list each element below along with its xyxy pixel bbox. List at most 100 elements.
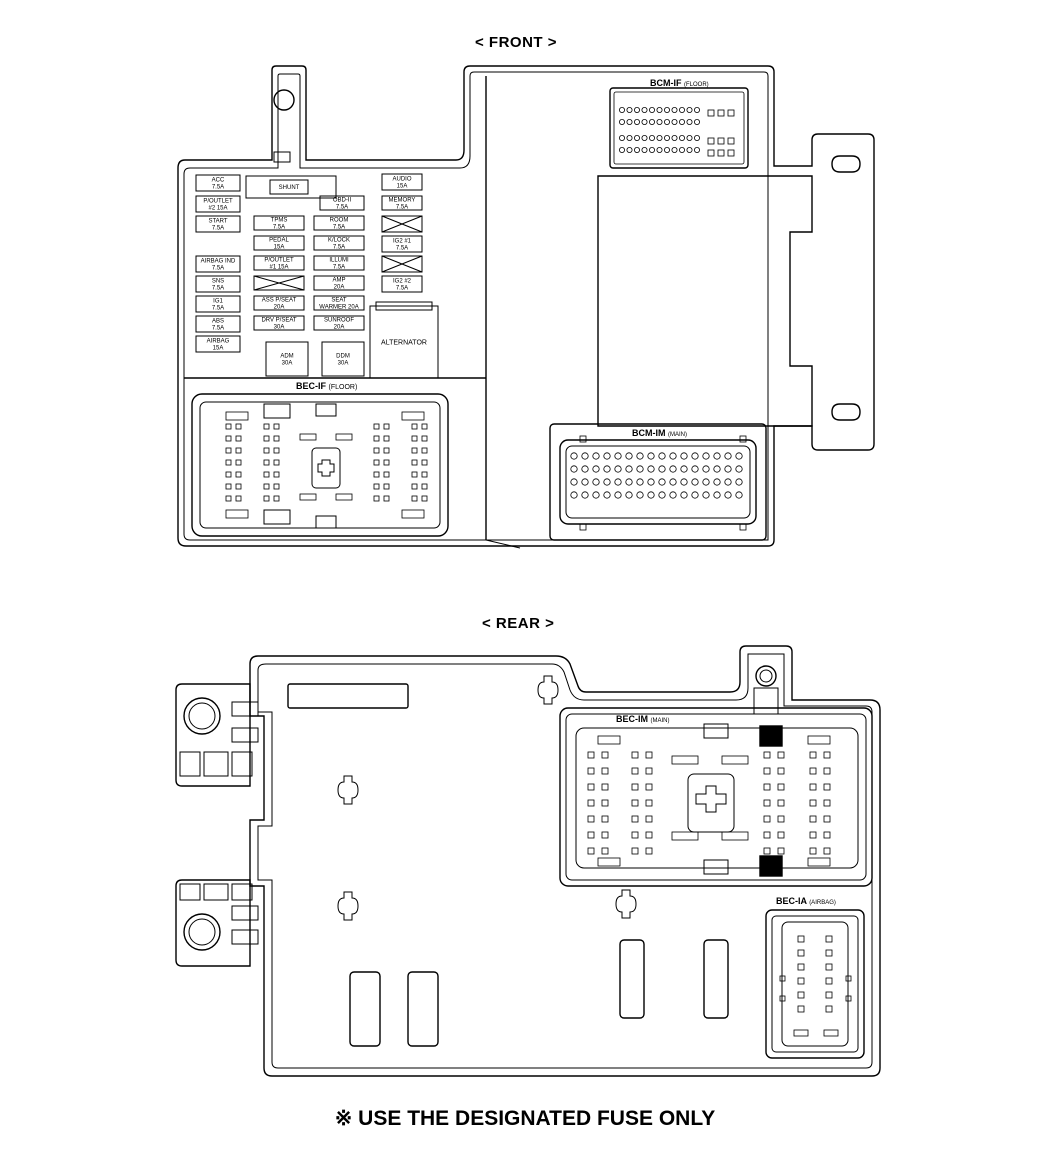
bcm-im-pin: [669, 478, 677, 486]
fuse-room-label-1: ROOM: [330, 218, 349, 224]
fuse-ig1: [195, 295, 241, 313]
bcm-im-pin: [713, 491, 721, 499]
fuse-room-label-2: 7.5A: [333, 225, 345, 231]
bcm-if-pin: [679, 107, 686, 114]
fuse-memory-label-2: 7.5A: [396, 205, 408, 211]
bcm-im-pin: [647, 452, 655, 460]
bcm-if-pin: [671, 134, 678, 141]
bec-im-pin: [631, 815, 639, 823]
bcm-im-pin: [658, 478, 666, 486]
bec-im-sub: (MAIN): [651, 718, 670, 724]
fuse-sunroof-label-1: SUNROOF: [324, 318, 354, 324]
bec-ia-pin: [779, 975, 786, 982]
bec-if-pin: [383, 483, 390, 490]
bcm-im-pin: [702, 478, 710, 486]
bec-im-pin: [763, 815, 771, 823]
bec-im-pin: [587, 815, 595, 823]
empty-fuse-slot: [381, 255, 423, 273]
bcm-if-pin: [707, 109, 715, 117]
bec-im-pin: [763, 799, 771, 807]
empty-fuse-slot: [381, 215, 423, 233]
bcm-im-pin: [614, 478, 622, 486]
bcm-im-pin: [713, 465, 721, 473]
bec-im-pin: [777, 799, 785, 807]
fuse-warning-note: ※ USE THE DESIGNATED FUSE ONLY: [334, 1107, 716, 1130]
bcm-im-pin: [625, 491, 633, 499]
fuse-illum-label-1: ILLUMI: [329, 258, 349, 264]
fuse-klock-label-2: 7.5A: [333, 245, 345, 251]
bec-if-pin: [235, 435, 242, 442]
shunt-holder: [245, 175, 337, 199]
bcm-im-pin: [735, 491, 743, 499]
bec-if-pin: [235, 447, 242, 454]
fuse-tpms: [253, 215, 305, 231]
fuse-adm: [265, 341, 309, 377]
bec-im-pin: [631, 831, 639, 839]
bec-im-pin: [777, 831, 785, 839]
bec-if-pin: [421, 495, 428, 502]
bcm-im-pin: [735, 452, 743, 460]
bcm-im-pin: [702, 465, 710, 473]
bec-ia-pin: [825, 977, 833, 985]
bec-ia-pin: [797, 1005, 805, 1013]
bcm-im-pin: [625, 465, 633, 473]
bcm-im-pin: [691, 452, 699, 460]
fuse-obd2-label-1: OBD-II: [333, 198, 352, 204]
bec-im-pin: [823, 783, 831, 791]
fuse-audio-label-2: 15A: [397, 184, 408, 190]
bec-if-pin: [263, 483, 270, 490]
bec-im-pin: [645, 847, 653, 855]
bcm-im-name: BCM-IM: [632, 428, 666, 438]
bec-if-pin: [273, 483, 280, 490]
bec-if-pin: [411, 447, 418, 454]
fuse-klock-label-1: K/LOCK: [328, 238, 350, 244]
bec-im-pin: [823, 831, 831, 839]
bcm-if-pin: [649, 134, 656, 141]
bcm-im-pin: [570, 452, 578, 460]
bec-if-pin: [263, 435, 270, 442]
bec-ia-connector: [765, 909, 865, 1059]
bcm-if-pin: [634, 119, 641, 126]
bcm-if-pin: [649, 146, 656, 153]
bec-ia-sub: (AIRBAG): [809, 900, 836, 906]
fuse-pedal-label-2: 15A: [274, 245, 285, 251]
snap-clip: [537, 675, 559, 705]
bec-im-pin: [763, 767, 771, 775]
bcm-im-pin: [625, 478, 633, 486]
bcm-im-pin: [625, 452, 633, 460]
bec-im-pin: [645, 783, 653, 791]
bcm-im-pin: [724, 491, 732, 499]
fuse-ig2_2: [381, 275, 423, 293]
fuse-amp: [313, 275, 365, 291]
bec-if-pin: [225, 483, 232, 490]
bcm-if-pin: [656, 134, 663, 141]
bcm-im-pin: [669, 465, 677, 473]
bcm-im-pin: [579, 435, 587, 443]
bec-im-pin: [809, 799, 817, 807]
fuse-adm-label-2: 30A: [282, 361, 293, 367]
bcm-if-pin: [634, 146, 641, 153]
bec-if-pin: [273, 471, 280, 478]
bec-ia-pin: [825, 991, 833, 999]
bcm-if-pin: [641, 146, 648, 153]
bec-ia-pin: [845, 975, 852, 982]
fuse-obd2: [319, 195, 365, 211]
fuse-sns-label-2: 7.5A: [212, 286, 224, 292]
alternator-tab: [375, 301, 433, 311]
bec-im-pin: [809, 847, 817, 855]
bec-if-pin: [263, 423, 270, 430]
bcm-im-connector: [549, 423, 767, 541]
bec-im-pin: [809, 831, 817, 839]
bcm-if-pin: [679, 119, 686, 126]
fuse-room: [313, 215, 365, 231]
fuse-seat_warmer: [313, 295, 365, 311]
bcm-if-pin: [641, 134, 648, 141]
bec-im-pin: [823, 767, 831, 775]
bec-if-pin: [273, 447, 280, 454]
fuse-amp-label-2: 20A: [334, 285, 345, 291]
bcm-im-pin: [739, 523, 747, 531]
bec-if-connector: [191, 393, 449, 537]
bcm-im-pin: [702, 452, 710, 460]
bcm-if-pin: [626, 134, 633, 141]
bcm-if-pin: [686, 119, 693, 126]
